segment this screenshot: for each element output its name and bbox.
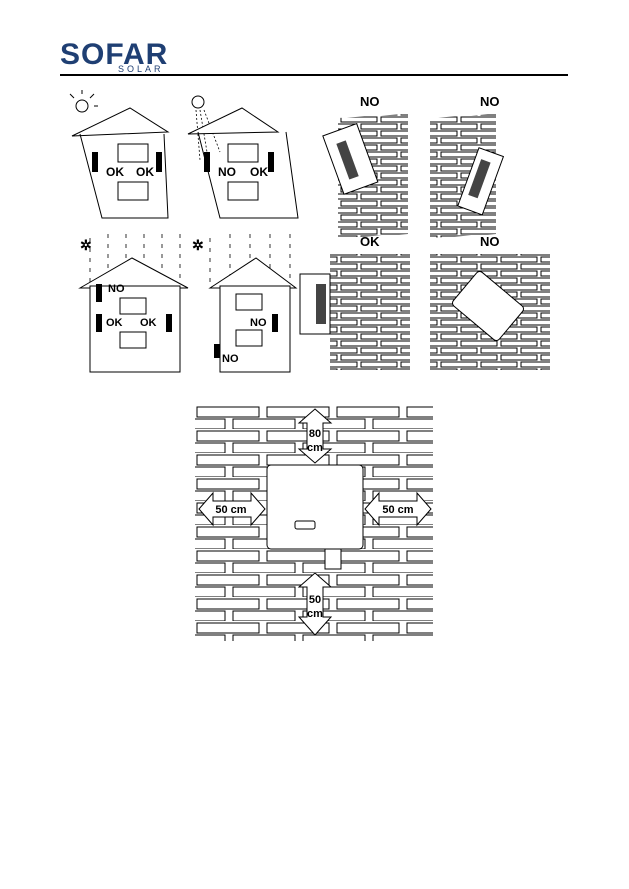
label-no: NO <box>480 234 500 249</box>
label-no: NO <box>480 94 500 109</box>
logo-subtext: SOLAR <box>118 64 164 74</box>
clearance-top-value: 80 <box>309 428 321 440</box>
label-no: NO <box>222 353 239 365</box>
clearance-bottom-unit: cm <box>307 608 323 620</box>
label-ok: OK <box>136 165 154 179</box>
snowflake-icon: ✲ <box>80 237 92 253</box>
wall-vertical-ok <box>299 254 410 370</box>
sofar-logo: SOFAR SOLAR <box>60 38 180 76</box>
wall-tilted-backward <box>430 114 505 238</box>
clearance-top-arrow: 80 cm <box>297 408 333 464</box>
installation-environment-figure: OK OK NO OK NO NO ✲ ✲ <box>69 90 550 373</box>
label-ok: OK <box>106 165 124 179</box>
house-sun-right: NO OK <box>187 95 299 219</box>
clearance-right-value: 50 cm <box>382 504 413 516</box>
snowflake-icon: ✲ <box>192 237 204 253</box>
clearance-left-arrow: 50 cm <box>198 491 266 527</box>
label-ok: OK <box>140 317 157 329</box>
wall-rotated-no <box>430 254 550 370</box>
label-ok: OK <box>360 234 380 249</box>
clearance-left-value: 50 cm <box>215 504 246 516</box>
clearance-figure: 80 cm 50 cm 50 cm 50 cm <box>195 405 433 641</box>
label-ok: OK <box>250 165 268 179</box>
inverter <box>266 464 364 570</box>
header-rule <box>60 74 568 76</box>
clearance-bottom-value: 50 <box>309 594 321 606</box>
house-sun-left: OK OK <box>69 90 170 219</box>
snow-rain-houses: ✲ ✲ NO OK OK NO NO <box>78 234 298 373</box>
label-ok: OK <box>106 317 123 329</box>
wall-tilted-forward <box>322 114 408 238</box>
clearance-top-unit: cm <box>307 442 323 454</box>
clearance-right-arrow: 50 cm <box>364 491 432 527</box>
label-no: NO <box>108 283 125 295</box>
label-no: NO <box>360 94 380 109</box>
clearance-bottom-arrow: 50 cm <box>297 572 333 636</box>
logo-text: SOFAR <box>60 38 169 71</box>
label-no: NO <box>218 165 236 179</box>
label-no: NO <box>250 317 267 329</box>
